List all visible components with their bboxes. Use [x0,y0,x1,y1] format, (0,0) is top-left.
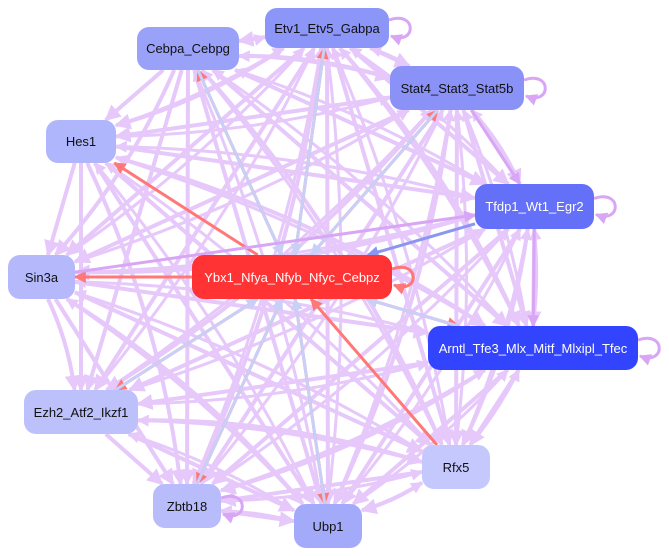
edge-rfx5-ybx1 [309,298,439,446]
node-label: Ubp1 [312,518,344,534]
edge-hes1-arntl [115,155,487,328]
edge-zbtb18-ybx1 [195,297,284,485]
node-label: Zbtb18 [166,498,208,514]
edge-ubp1-rfx5 [361,481,424,512]
edge-sin3a-ezh2 [46,298,81,392]
node-hes1[interactable]: Hes1 [46,120,116,163]
edge-sin3a-tfdp1 [74,210,477,274]
node-ezh2[interactable]: Ezh2_Atf2_Ikzf1 [24,390,138,434]
node-etv1[interactable]: Etv1_Etv5_Gabpa [265,8,389,48]
edge-ezh2-zbtb18 [104,432,164,486]
edge-tfdp1-ezh2 [128,227,486,392]
node-label: Rfx5 [442,459,470,475]
edge-tfdp1-ybx1 [366,222,476,258]
self-loop-tfdp1 [593,195,617,224]
node-stat4[interactable]: Stat4_Stat3_Stat5b [390,66,524,110]
edge-stat4-etv1 [369,45,411,68]
edge-ezh2-etv1 [93,46,316,391]
edge-etv1-ybx1 [290,47,326,257]
node-label: Tfdp1_Wt1_Egr2 [485,199,584,214]
self-loop-arntl [637,336,661,366]
edge-hes1-sin3a [44,162,77,257]
self-loop-etv1 [388,16,412,46]
self-loop-stat4 [523,76,547,106]
edge-cebpa-etv1 [238,34,267,46]
self-loop-zbtb18 [220,494,244,524]
edge-tfdp1-arntl [527,228,540,328]
edge-cebpa-tfdp1 [234,68,487,186]
edge-ezh2-ybx1 [114,297,259,392]
edge-hes1-tfdp1 [115,144,477,204]
edge-hes1-stat4 [115,94,392,139]
self-loop-ybx1 [391,265,415,295]
node-ybx1[interactable]: Ybx1_Nfya_Nfyb_Nfyc_Cebpz [192,255,392,299]
node-label: Arntl_Tfe3_Mlx_Mitf_Mlxipl_Tfec [438,340,628,356]
edge-ezh2-ubp1 [127,432,296,513]
edge-cebpa-ezh2 [83,69,184,392]
edge-cebpa-ybx1 [196,69,284,257]
node-label: Hes1 [65,134,97,149]
node-arntl[interactable]: Arntl_Tfe3_Mlx_Mitf_Mlxipl_Tfec [428,326,638,370]
edge-tfdp1-hes1 [114,140,476,200]
edge-stat4-hes1 [114,95,391,143]
node-label: Etv1_Etv5_Gabpa [274,20,380,36]
edge-rfx5-arntl [469,368,521,446]
edge-zbtb18-arntl [220,368,486,492]
node-label: Ybx1_Nfya_Nfyb_Nfyc_Cebpz [204,269,380,285]
node-cebpa[interactable]: Cebpa_Cebpg [137,27,239,70]
node-label: Stat4_Stat3_Stat5b [400,80,514,96]
edge-arntl-ybx1 [365,296,459,328]
edge-arntl-ezh2 [136,360,429,410]
edge-ybx1-hes1 [113,161,259,257]
edge-ubp1-tfdp1 [341,227,522,505]
node-sin3a[interactable]: Sin3a [8,255,75,299]
edge-etv1-sin3a [65,46,306,257]
node-ubp1[interactable]: Ubp1 [294,504,362,548]
edge-stat4-rfx5 [448,109,465,447]
edge-arntl-hes1 [114,155,486,328]
node-label: Cebpa_Cebpg [146,41,230,56]
edge-ubp1-zbtb18 [219,505,295,523]
node-label: Ezh2_Atf2_Ikzf1 [33,404,129,420]
edge-ezh2-tfdp1 [129,227,486,392]
edge-hes1-zbtb18 [85,162,187,486]
edge-rfx5-ezh2 [136,414,423,464]
node-zbtb18[interactable]: Zbtb18 [153,484,221,528]
node-tfdp1[interactable]: Tfdp1_Wt1_Egr2 [475,184,594,229]
edge-ezh2-arntl [137,359,430,406]
node-label: Sin3a [24,269,59,285]
node-rfx5[interactable]: Rfx5 [422,445,490,489]
edge-cebpa-hes1 [104,68,165,122]
edge-rfx5-stat4 [452,108,469,446]
edge-stat4-tfdp1 [470,109,522,186]
edge-rfx5-etv1 [331,46,452,446]
edge-ubp1-ybx1 [290,297,327,505]
edge-stat4-cebpa [237,50,391,80]
edge-hes1-rfx5 [104,161,432,447]
